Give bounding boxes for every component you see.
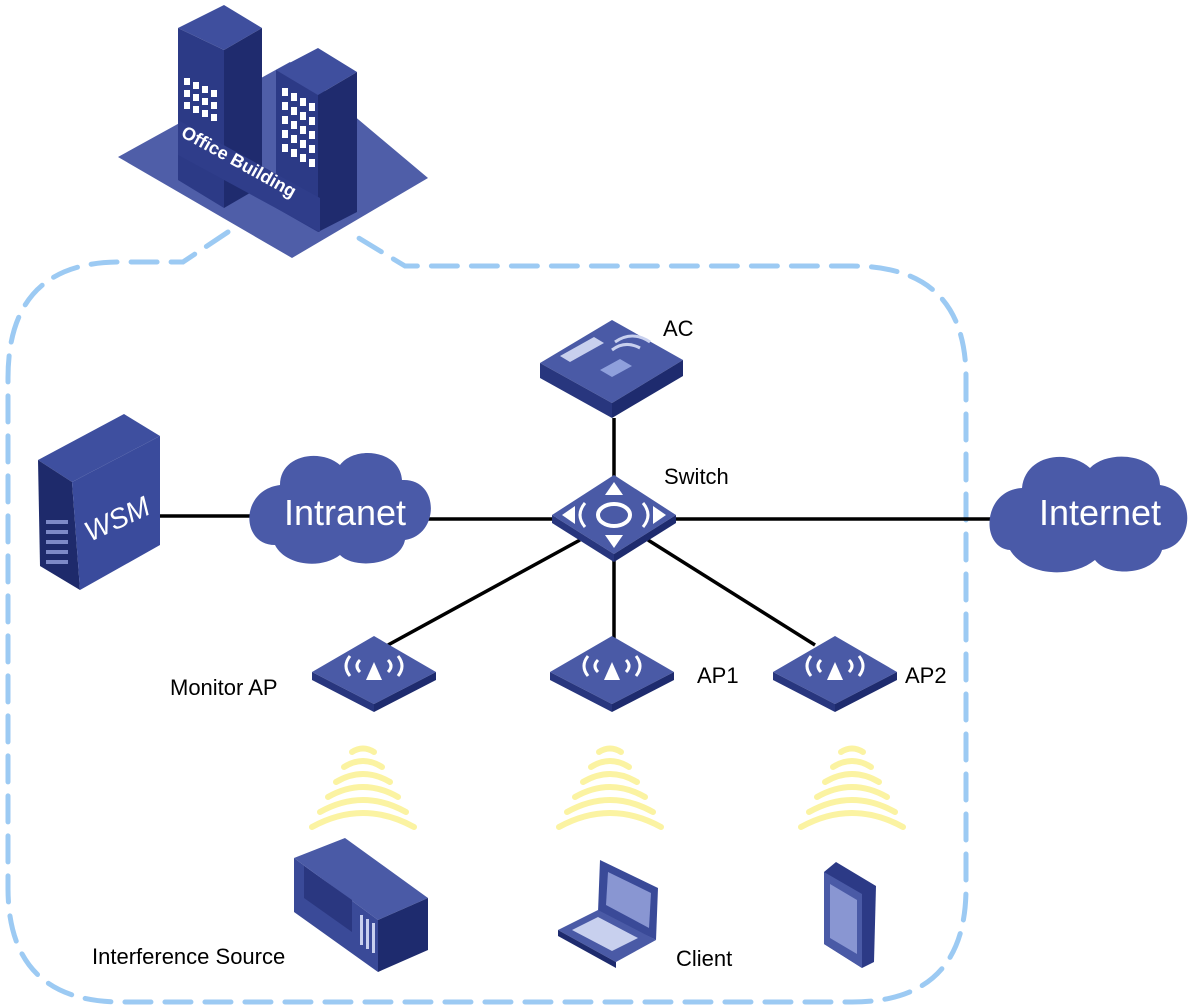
wireless-icon (805, 655, 865, 680)
switch-device: Switch (552, 464, 729, 562)
switch-label: Switch (664, 464, 729, 489)
links (160, 418, 992, 647)
interference-source-label: Interference Source (92, 944, 285, 969)
ap2-device: AP2 (773, 636, 947, 712)
signal-ap1 (556, 745, 664, 830)
ap1-label: AP1 (697, 663, 739, 688)
link-switch-monitor-ap (387, 538, 581, 647)
signal-waves (309, 745, 906, 830)
ap2-label: AP2 (905, 663, 947, 688)
client-laptop: Client (558, 860, 732, 971)
interference-source: Interference Source (92, 838, 428, 972)
signal-ap2 (798, 745, 906, 830)
tablet-device (824, 862, 876, 968)
signal-monitor-ap (309, 745, 417, 830)
monitor-ap-device: Monitor AP (170, 636, 436, 712)
monitor-ap-label: Monitor AP (170, 675, 278, 700)
client-label: Client (676, 946, 732, 971)
ac-label: AC (663, 316, 694, 341)
intranet-cloud: Intranet (249, 453, 431, 564)
wireless-icon (582, 655, 642, 680)
office-building: Office Building (118, 5, 428, 258)
internet-label: Internet (1039, 492, 1161, 533)
wsm-server: WSM (38, 414, 160, 590)
ac-device: AC (540, 316, 694, 418)
wireless-icon (344, 655, 404, 680)
link-switch-ap2 (647, 538, 816, 647)
switch-arrows-icon (562, 482, 666, 548)
intranet-label: Intranet (284, 492, 406, 533)
ap1-device: AP1 (550, 636, 739, 712)
office-boundary (5, 229, 969, 1005)
internet-cloud: Internet (989, 456, 1188, 573)
